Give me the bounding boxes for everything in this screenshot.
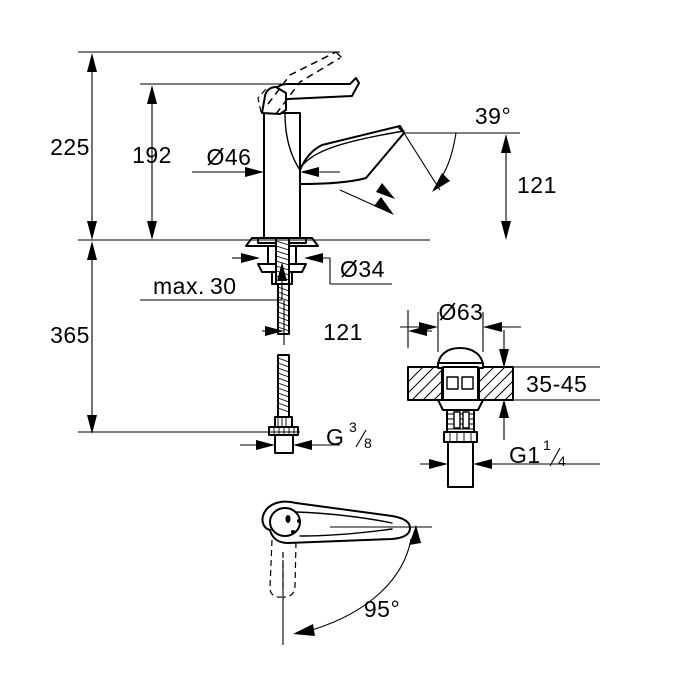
dim-label-121-horizontal: 121 bbox=[323, 319, 363, 345]
aerator-mark-2 bbox=[297, 519, 301, 523]
arrow-d63-left bbox=[419, 322, 438, 332]
dim-label-192: 192 bbox=[132, 142, 172, 168]
supply-connector-ribs bbox=[273, 428, 295, 434]
lever-handle-raised-dashed-2 bbox=[275, 57, 341, 115]
drain-tailpiece-collar bbox=[443, 431, 478, 443]
basin-material-right bbox=[478, 366, 514, 401]
spout-plan-swivel-dashed-2 bbox=[282, 541, 297, 598]
dimension-diameter-63: Ø63 bbox=[400, 299, 521, 352]
arrow-d34-left bbox=[241, 253, 260, 263]
arrow-192-top bbox=[147, 85, 157, 104]
dim-label-g114-prefix: G1 bbox=[509, 442, 541, 468]
drain-port-left bbox=[446, 376, 459, 390]
dim-label-g38-prefix: G bbox=[326, 424, 344, 450]
dimension-angle-39: 39° bbox=[404, 103, 520, 192]
lever-handle-raised-dashed bbox=[267, 51, 337, 105]
arrow-225-top bbox=[87, 53, 97, 72]
arrow-121v-bottom bbox=[501, 221, 511, 240]
dim-label-g38-denominator: 8 bbox=[364, 435, 372, 451]
spout-plan-view bbox=[261, 500, 432, 645]
dim-label-365: 365 bbox=[50, 322, 90, 348]
dimension-g114: G1 1 4 bbox=[420, 437, 600, 469]
fraction-slash-g38 bbox=[355, 429, 367, 448]
drain-port-right bbox=[461, 376, 474, 390]
body-shoulder-curve bbox=[284, 112, 301, 171]
faucet-elevation bbox=[245, 51, 405, 454]
dim-label-121-vertical: 121 bbox=[517, 172, 557, 198]
dimension-365: 365 bbox=[50, 241, 300, 434]
faucet-body-outline bbox=[263, 112, 301, 247]
drain-threaded-shank bbox=[446, 409, 475, 433]
dimension-225: 225 bbox=[50, 51, 340, 240]
drain-under-flange bbox=[437, 399, 484, 411]
dim-label-g114-denominator: 4 bbox=[558, 453, 566, 469]
stream-leader-line-2 bbox=[339, 189, 381, 209]
arrow-g38-right bbox=[293, 440, 312, 450]
dimension-121-vertical: 121 bbox=[501, 134, 557, 240]
dim-label-225: 225 bbox=[50, 134, 90, 160]
spout-fold-line bbox=[299, 130, 405, 169]
dim-label-d34: Ø34 bbox=[340, 256, 385, 282]
arrow-225-bottom bbox=[87, 221, 97, 240]
arrow-d46-left bbox=[245, 167, 264, 177]
arrow-d34-right bbox=[304, 253, 323, 263]
dimension-g38: G 3 8 bbox=[240, 419, 372, 451]
arrow-3545-bottom bbox=[499, 399, 509, 418]
arrow-stream-lower bbox=[374, 197, 394, 215]
spout-plan-swivel-dashed bbox=[269, 539, 283, 598]
hose-collar-ribs bbox=[277, 418, 287, 426]
arrow-spout-pointer bbox=[376, 183, 395, 199]
arrow-g38-left bbox=[256, 440, 275, 450]
lever-hub-raised-dashed bbox=[257, 86, 277, 113]
lever-hub bbox=[261, 86, 287, 115]
angle-arc-95 bbox=[311, 538, 412, 631]
flex-hose-lower bbox=[277, 354, 290, 418]
arrow-365-bottom bbox=[87, 415, 97, 434]
arrow-g114-left bbox=[429, 459, 448, 469]
arrow-angle-39 bbox=[432, 173, 450, 192]
dimension-35-45: 35-45 bbox=[483, 330, 600, 440]
spout-plan-seam-2 bbox=[299, 528, 393, 537]
arrow-121v-top bbox=[501, 134, 511, 153]
arrow-3545-top bbox=[499, 349, 509, 368]
arrow-d46-right bbox=[300, 167, 319, 177]
supply-tail-tube bbox=[274, 434, 294, 454]
drain-assembly bbox=[407, 347, 514, 488]
dim-label-d63: Ø63 bbox=[439, 299, 484, 325]
dim-label-g38-numerator: 3 bbox=[349, 419, 357, 435]
spout-stream-leader bbox=[339, 132, 441, 215]
arrow-g114-right bbox=[473, 459, 492, 469]
arrow-d63-right bbox=[483, 322, 502, 332]
dim-label-95: 95° bbox=[364, 596, 400, 622]
arrow-365-top bbox=[87, 241, 97, 260]
drain-tailpiece-tube bbox=[447, 441, 474, 488]
arrow-95-upper bbox=[409, 525, 421, 545]
dimension-192: 192 bbox=[132, 83, 300, 240]
drain-collar-ribs bbox=[449, 433, 472, 441]
fraction-slash-g114 bbox=[549, 447, 561, 467]
arrow-121h-left bbox=[265, 326, 284, 336]
spout-plan-seam bbox=[295, 511, 393, 524]
dim-label-d46: Ø46 bbox=[207, 144, 252, 170]
dimension-diameter-46: Ø46 bbox=[192, 144, 340, 177]
basin-material-left bbox=[407, 366, 443, 401]
dim-label-39: 39° bbox=[475, 103, 511, 129]
dim-label-3545: 35-45 bbox=[526, 371, 587, 397]
aerator-mark-3 bbox=[291, 530, 295, 534]
lever-raised-tip bbox=[335, 51, 342, 58]
dimension-diameter-34: Ø34 bbox=[232, 253, 392, 285]
stream-leader-line bbox=[403, 132, 441, 191]
arrow-192-bottom bbox=[147, 221, 157, 240]
arrow-max30 bbox=[277, 262, 287, 281]
dim-label-g114-numerator: 1 bbox=[543, 437, 551, 453]
dimension-angle-95: 95° bbox=[293, 525, 421, 636]
aerator-mark-1 bbox=[285, 515, 291, 523]
dimension-max-30: max. 30 bbox=[140, 262, 287, 301]
arrow-95-lower bbox=[293, 624, 315, 636]
aerator-outlet bbox=[269, 507, 301, 537]
dim-label-max30: max. 30 bbox=[153, 273, 237, 299]
